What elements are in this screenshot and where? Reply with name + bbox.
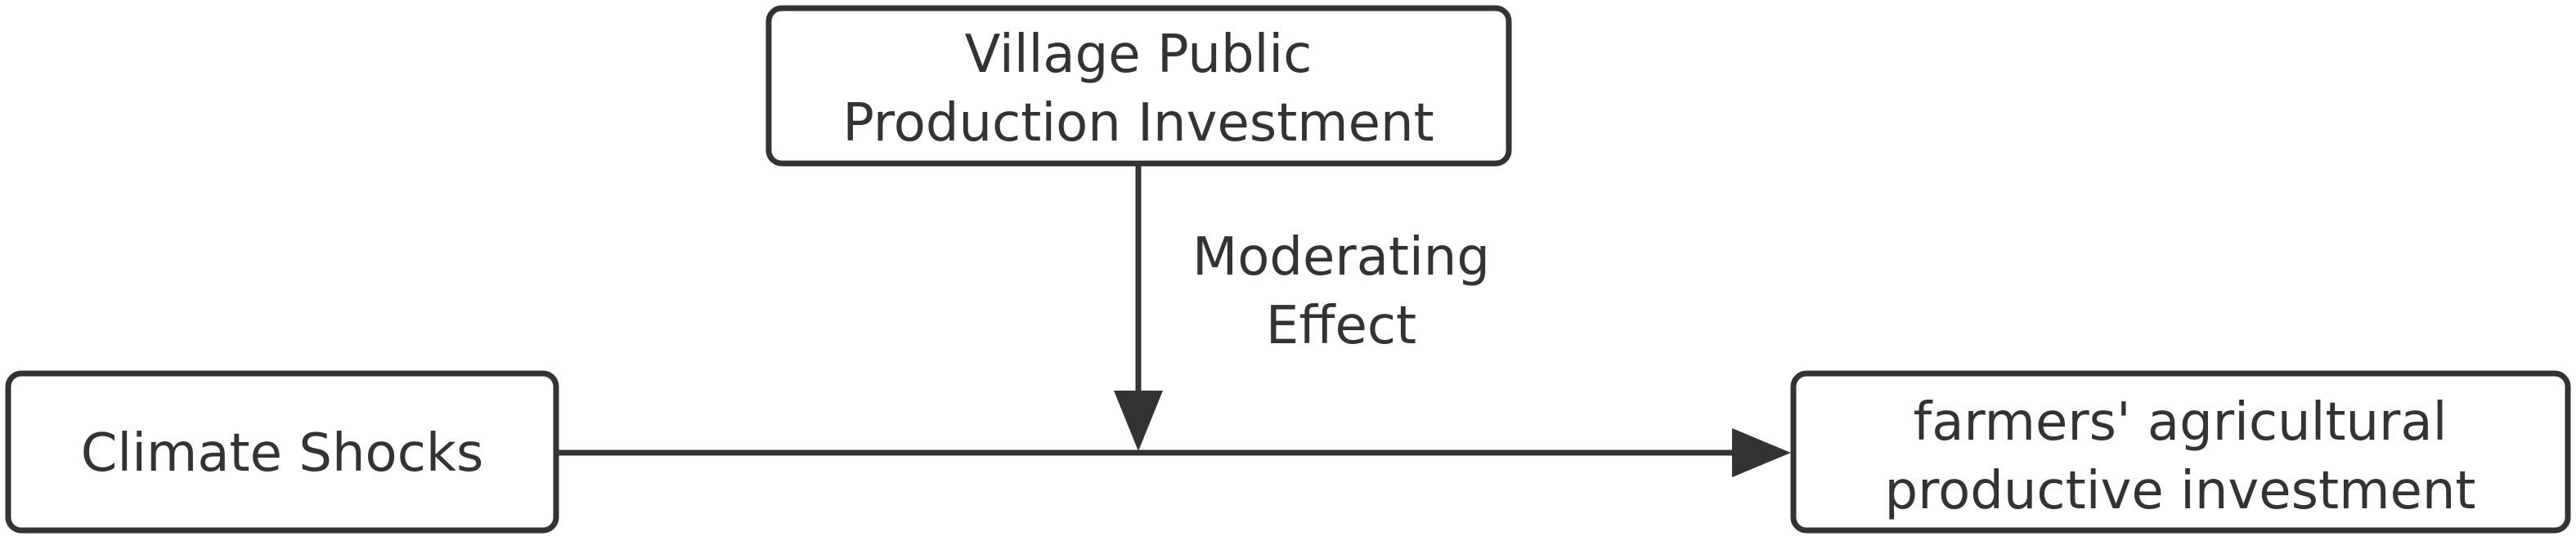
dependent-label-line1: farmers' agricultural (1914, 392, 2448, 453)
dependent-label-line2: productive investment (1885, 461, 2476, 521)
main-effect-arrowhead (1732, 428, 1791, 477)
moderator-box (765, 5, 1512, 167)
moderating-effect-label: Moderating Effect (1192, 227, 1490, 356)
node-climate-shocks: Climate Shocks (5, 370, 559, 534)
edge-label-line2: Effect (1266, 296, 1416, 356)
dependent-box (1790, 370, 2571, 534)
moderator-label-line1: Village Public (965, 25, 1313, 85)
independent-box (5, 370, 559, 534)
node-village-public-production-investment: Village Public Production Investment (765, 5, 1512, 167)
moderating-effect-arrowhead (1114, 391, 1163, 451)
independent-label: Climate Shocks (81, 423, 484, 484)
edge-label-line1: Moderating (1192, 227, 1490, 288)
node-farmers-agricultural-productive-investment: farmers' agricultural productive investm… (1790, 370, 2571, 534)
moderator-label-line2: Production Investment (842, 93, 1434, 154)
